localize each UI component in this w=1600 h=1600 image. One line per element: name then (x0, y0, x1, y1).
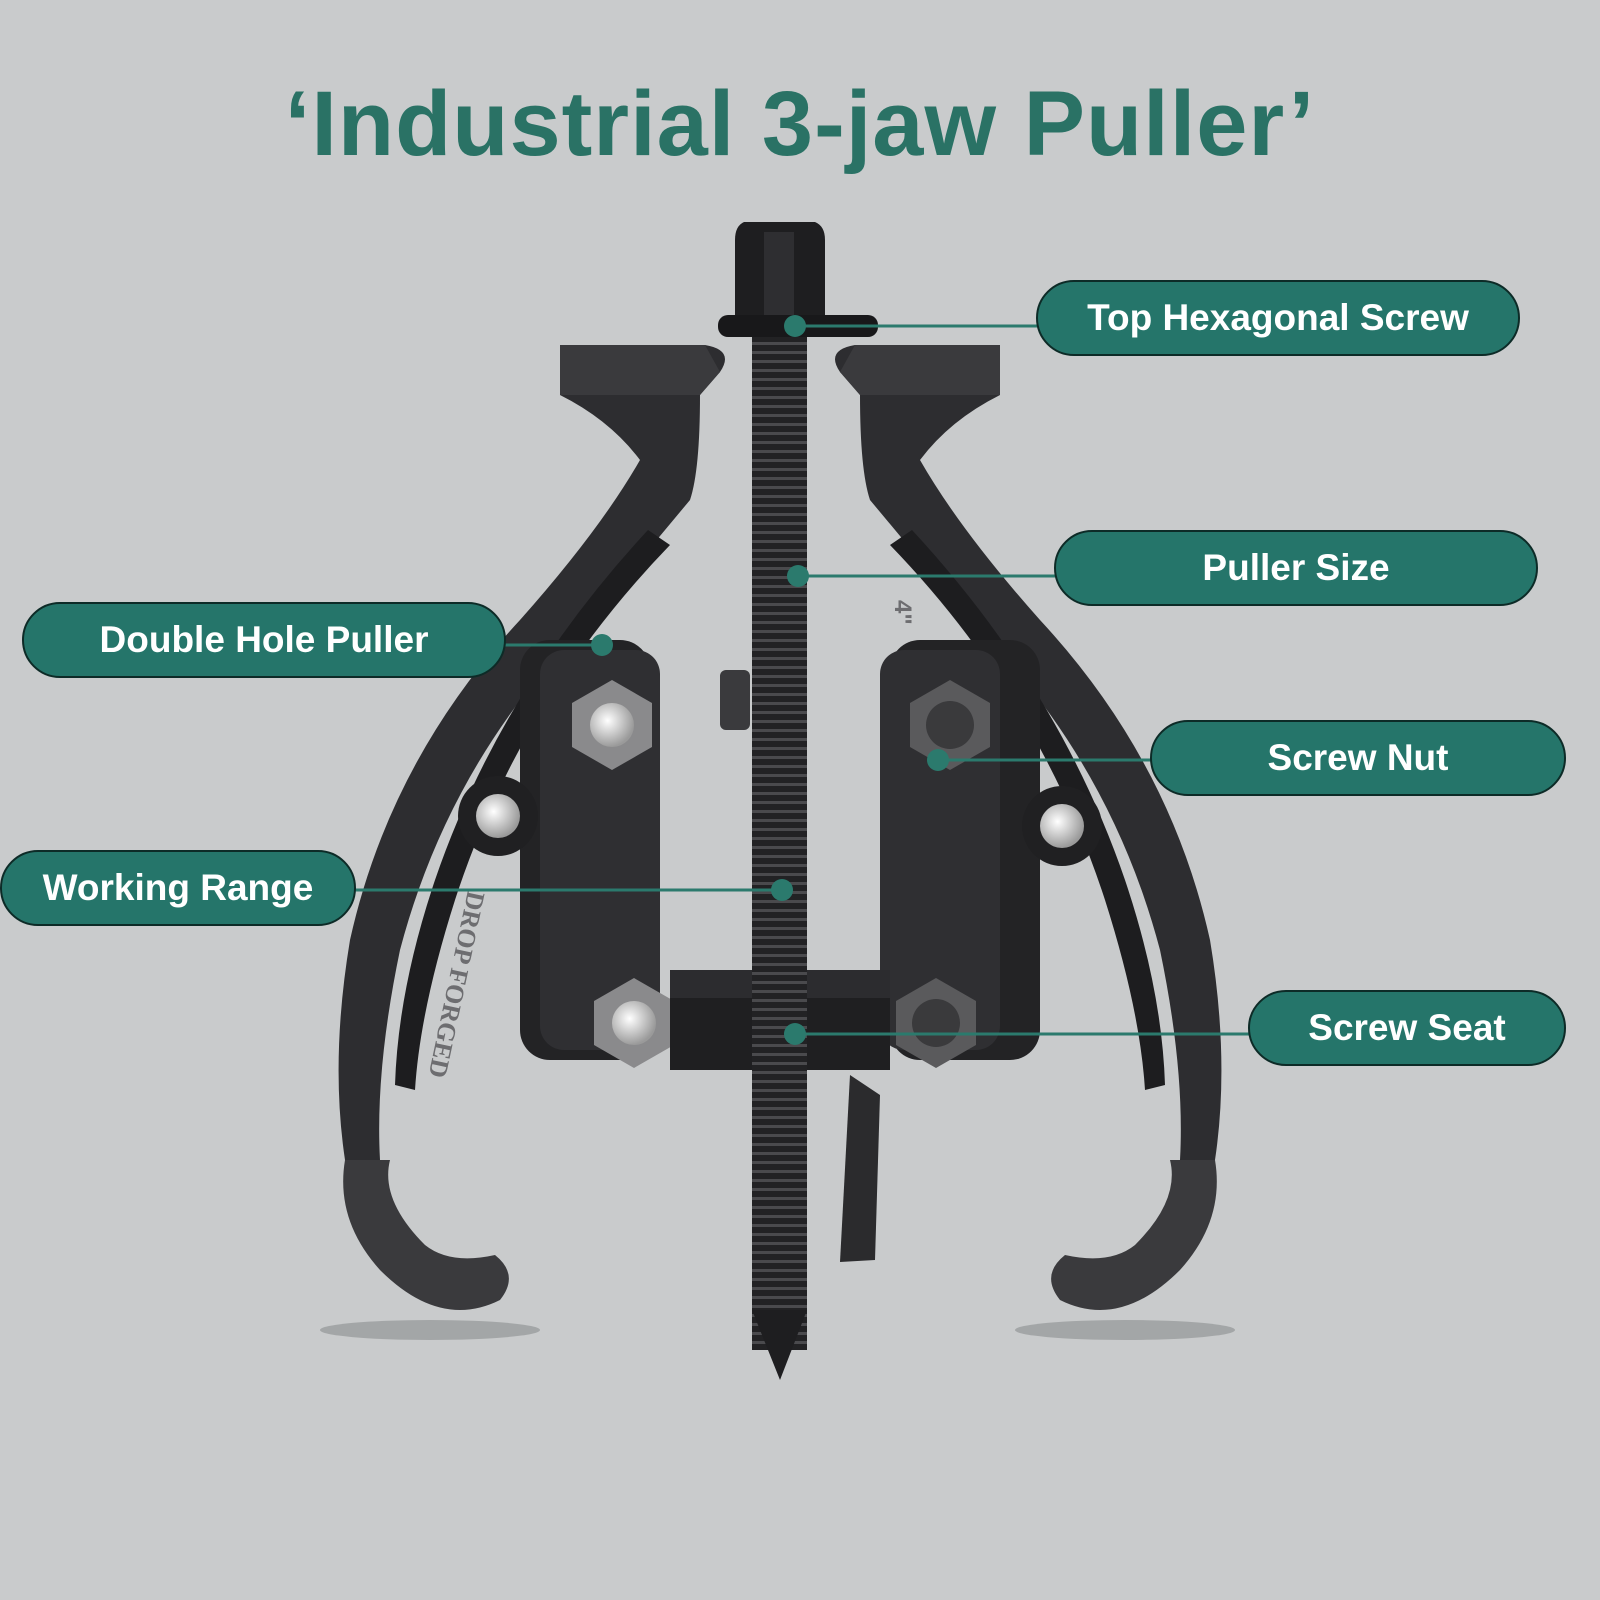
callout-double-hole-puller: Double Hole Puller (22, 602, 506, 678)
leader-dots (591, 315, 949, 1045)
arm-pivot-bolts (458, 776, 1102, 866)
floor-shadow-left (320, 1320, 540, 1340)
right-arm: 4" (835, 345, 1222, 1310)
page-title: ‘Industrial 3-jaw Puller’ (284, 73, 1316, 175)
floor-shadow-right (1015, 1320, 1235, 1340)
callout-puller-size: Puller Size (1054, 530, 1538, 606)
threaded-screw (718, 222, 878, 1380)
callout-screw-nut: Screw Nut (1150, 720, 1566, 796)
callout-screw-seat: Screw Seat (1248, 990, 1566, 1066)
right-arm-engraving: 4" (889, 600, 916, 625)
callout-top-hexagonal-screw: Top Hexagonal Screw (1036, 280, 1520, 356)
back-arm (840, 1075, 880, 1262)
side-knob (720, 670, 750, 730)
callout-working-range: Working Range (0, 850, 356, 926)
leader-lines (355, 324, 1250, 1036)
hex-nuts (572, 680, 990, 1068)
